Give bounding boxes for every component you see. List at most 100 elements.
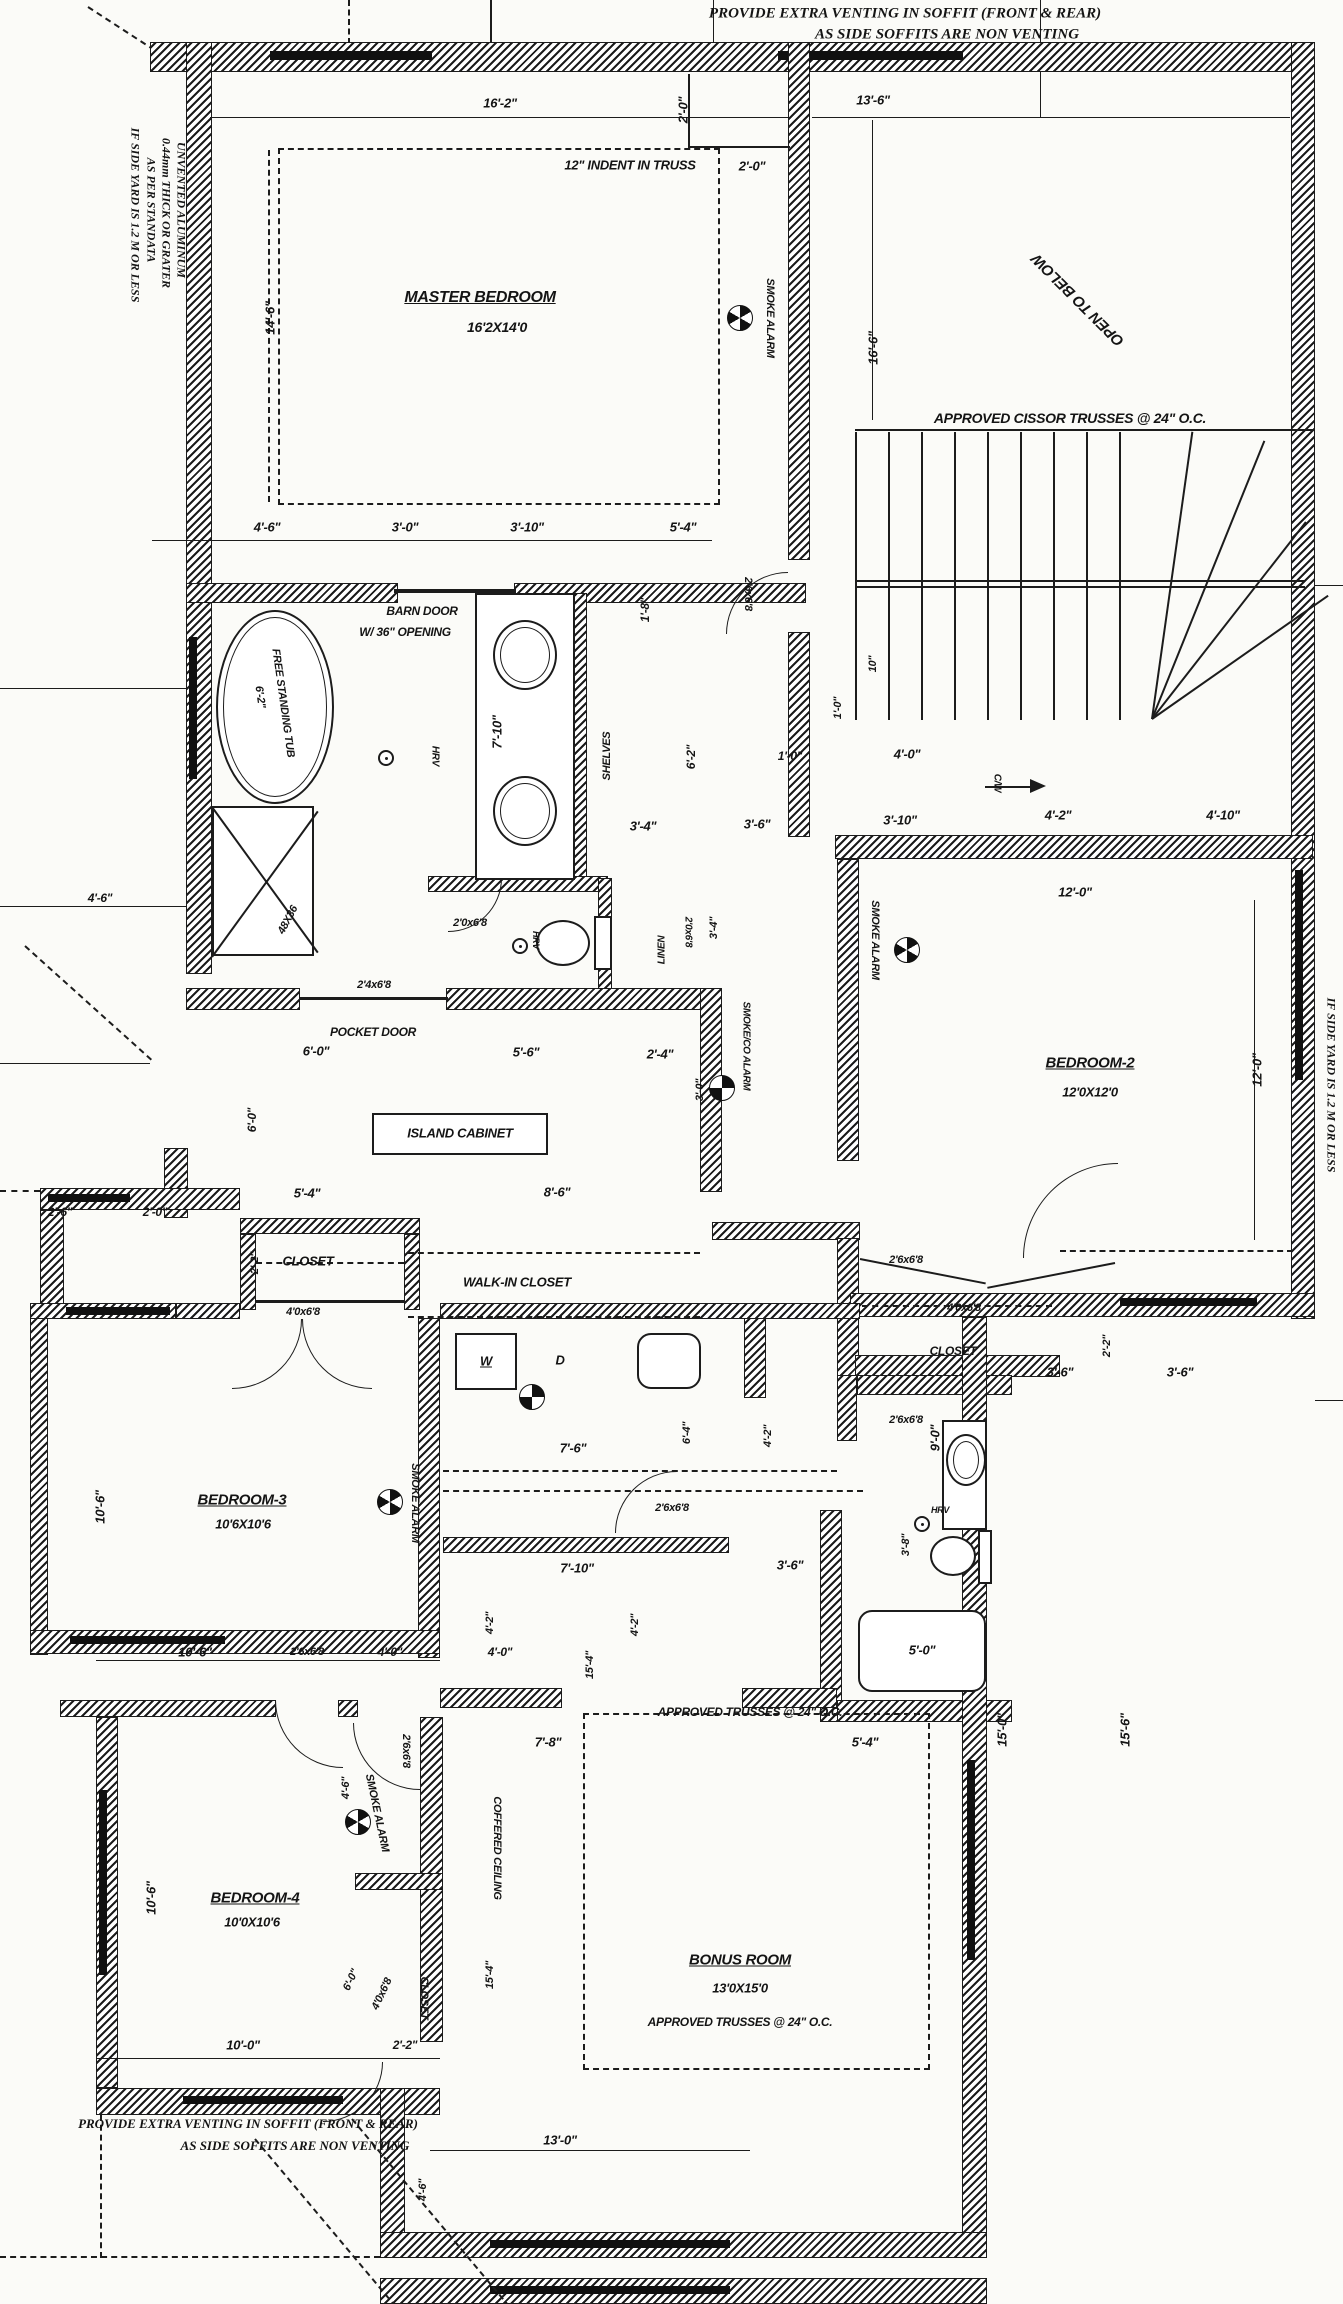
label-barn-door: BARN DOOR — [386, 604, 458, 618]
label-3-0: 3'-0" — [391, 519, 419, 535]
window-bedroom2-bottom — [1120, 1298, 1257, 1306]
wall-laundry-bottom — [443, 1537, 729, 1553]
laundry-sink — [637, 1333, 701, 1389]
ln-3 — [713, 0, 714, 44]
label-10-6x10-6: 10'6X10'6 — [215, 1516, 271, 1532]
door-swing — [232, 1319, 302, 1389]
dlv-91 — [718, 148, 720, 505]
dlh-94 — [408, 1316, 700, 1318]
label-w-36-opening: W/ 36" OPENING — [359, 625, 451, 639]
smoke-alarm-icon — [894, 937, 920, 963]
wall-corridor-bottom — [835, 835, 1313, 859]
bathtub — [858, 1610, 986, 1692]
wall-left — [186, 42, 212, 974]
wall-46 — [404, 1234, 420, 1310]
wall-master-bottom-left — [186, 583, 398, 603]
wall-master-bottom-right — [514, 583, 806, 603]
label-15-6: 15'-6" — [1117, 1713, 1133, 1747]
window-bedroom4-left — [99, 1790, 107, 1975]
dlh-97 — [1060, 1250, 1293, 1252]
window-tub — [189, 637, 197, 779]
label-3-6: 3'-6" — [1166, 1364, 1194, 1380]
ln-47 — [256, 1300, 404, 1303]
dlv-92 — [268, 150, 270, 502]
label-13-0x15-0: 13'0X15'0 — [712, 1980, 768, 1996]
wall-33 — [712, 1222, 860, 1240]
label-7-10: 7'-10" — [560, 1560, 594, 1576]
label-4-10: 4'-10" — [1206, 807, 1240, 823]
ln-21 — [688, 146, 790, 148]
wall-58 — [837, 1375, 857, 1441]
wall-bedroom3-left — [30, 1303, 48, 1655]
room-label-closet-b4: CLOSET — [418, 1976, 430, 2020]
ln-112 — [1254, 900, 1255, 1240]
dlh-106 — [256, 1262, 404, 1264]
label-2-6: 2'-6" — [47, 1205, 73, 1219]
label-4-0: 4'-0" — [487, 1645, 513, 1659]
label-2-4x6-8: 2'4x6'8 — [357, 979, 391, 991]
hrv-vent — [914, 1516, 930, 1532]
dlv-101 — [928, 1713, 930, 2070]
wall-closet4-top — [355, 1873, 443, 1890]
stair-direction-arrow — [1030, 779, 1046, 793]
ln-7 — [0, 906, 186, 907]
washer — [455, 1333, 517, 1390]
label-5-4: 5'-4" — [851, 1734, 879, 1750]
label-9-0: 9'-0" — [927, 1424, 943, 1452]
wall-45 — [240, 1234, 256, 1310]
label-smoke-alarm: SMOKE ALARM — [409, 1463, 421, 1543]
label-16-2: 16'-2" — [483, 95, 517, 111]
win-42 — [48, 1194, 130, 1202]
label-4-0: 4'-0" — [377, 1645, 403, 1659]
wall-right — [1291, 42, 1315, 1319]
label-10: 10" — [867, 655, 879, 673]
label-2-0x6-8: 2'0x6'8 — [682, 916, 694, 948]
label-7-6: 7'-6" — [559, 1440, 587, 1456]
label-smoke-co-alarm: SMOKE/CO ALARM — [740, 1001, 752, 1091]
dlh-10 — [0, 1190, 40, 1192]
ln-6 — [0, 688, 186, 689]
label-2-6x6-8: 2'6x6'8 — [290, 1646, 324, 1658]
ln-111 — [872, 120, 873, 420]
label-12-0: 12'-0" — [1249, 1053, 1265, 1087]
dlh-100 — [583, 2068, 930, 2070]
dlh-90 — [278, 503, 720, 505]
label-10-6: 10'-6" — [92, 1490, 108, 1524]
wall-bath-bottom-left — [186, 988, 300, 1010]
ln-113 — [96, 1660, 440, 1661]
label-14-6: 14'-6" — [262, 301, 278, 335]
ln-85 — [855, 429, 1313, 431]
label-4-2: 4'-2" — [1044, 807, 1072, 823]
door-swing — [726, 572, 788, 634]
label-10-6: 10'-6" — [143, 1881, 159, 1915]
wall-bath2-left — [820, 1510, 842, 1722]
ln-115 — [430, 2150, 750, 2151]
label-15-4: 15'-4" — [484, 1960, 496, 1990]
label-2-2: 2'-2" — [392, 2038, 418, 2052]
label-1-0: 1'-0" — [777, 749, 803, 763]
sink — [493, 776, 557, 846]
label-2-6x6-8: 2'6x6'8 — [400, 1734, 412, 1768]
label-4-2: 4'-2" — [629, 1613, 641, 1637]
label-4-0: 4'-0" — [893, 746, 921, 762]
smoke-alarm-icon — [345, 1809, 371, 1835]
label-7-10: 7'-10" — [489, 715, 505, 749]
toilet — [536, 920, 590, 966]
label-4-0x6-8: 4'0x6'8 — [947, 1302, 981, 1314]
wall-bath-bottom-right — [446, 988, 710, 1010]
label-2-6x6-8: 2'6x6'8 — [889, 1414, 923, 1426]
ln-151 — [987, 1262, 1116, 1289]
ln-110 — [152, 540, 712, 541]
label-15-0: 15'-0" — [994, 1713, 1010, 1747]
label-6-0: 6'-0" — [340, 1967, 362, 1993]
window-bonus-right — [967, 1760, 975, 1960]
wall-bonus-top-left — [440, 1688, 562, 1708]
label-2-0: 2'-0" — [738, 158, 766, 174]
label-4-0x6-8: 4'0x6'8 — [286, 1306, 320, 1318]
ln-11 — [1315, 1400, 1343, 1401]
wall-bonus-top-right — [742, 1688, 837, 1708]
label-6-0: 6'-0" — [302, 1043, 330, 1059]
ceiling-break-master — [278, 148, 720, 150]
window-open-area-top — [778, 51, 963, 60]
